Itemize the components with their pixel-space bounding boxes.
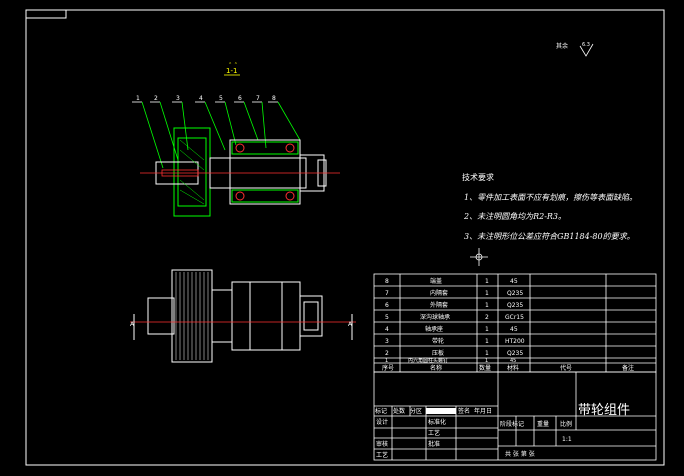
bom-qty-8: 1: [485, 278, 489, 285]
bom-header-no: 序号: [382, 364, 394, 372]
bom-qty-5: 2: [485, 314, 489, 321]
bom-no-5: 5: [385, 314, 389, 321]
center-mark-icon: [470, 248, 488, 266]
bom-no-3: 3: [385, 338, 389, 345]
bom-headers: 序号 名称 数量 材料 代号 备注: [382, 364, 634, 372]
title-fill-block: [426, 408, 456, 414]
bom-header-code: 代号: [560, 364, 572, 372]
surface-symbol: 6.3: [582, 42, 590, 48]
bom-grid: [373, 273, 657, 373]
bom-qty-4: 1: [485, 326, 489, 333]
bom-mat-6: Q235: [507, 302, 523, 309]
external-view-bottom: [130, 269, 356, 363]
corner-box: [25, 9, 67, 19]
surface-note: 其余: [556, 42, 568, 50]
tech-req-title: 技术要求: [462, 172, 494, 182]
section-mark-right: A: [348, 321, 353, 328]
section-arrow-icon: ⌃ ⌃: [228, 62, 238, 68]
svg-text:2: 2: [154, 95, 158, 102]
bom-mat-1: 45: [510, 358, 516, 364]
bom-qty-1: 1: [485, 358, 488, 364]
tb-mark: 标记: [375, 407, 387, 415]
bom-mat-8: 45: [510, 278, 518, 285]
bom-name-3: 带轮: [432, 337, 444, 345]
bom-rows: 8 端盖 1 45 7 内隔套 1 Q235 6 外隔套 1 Q235 5 深沟…: [385, 277, 525, 364]
bom-header-material: 材料: [507, 364, 519, 372]
bom-mat-4: 45: [510, 326, 518, 333]
svg-text:3: 3: [176, 95, 180, 102]
bom-mat-2: Q235: [507, 350, 523, 357]
tb-craft: 工艺: [428, 429, 440, 437]
svg-text:8: 8: [272, 95, 276, 102]
tb-approve: 批准: [428, 440, 440, 448]
bom-name-7: 内隔套: [430, 289, 448, 297]
bom-name-5: 深沟球轴承: [420, 313, 450, 321]
bom-mat-3: HT200: [505, 338, 525, 345]
bom-qty-3: 1: [485, 338, 489, 345]
tech-req-2: 2、未注明圆角均为R2-R3。: [463, 212, 566, 221]
bom-header-qty: 数量: [479, 364, 491, 372]
roughness-icon: [579, 43, 594, 57]
bom-no-7: 7: [385, 290, 389, 297]
tb-scale-val: 1:1: [562, 436, 572, 443]
bom-qty-2: 1: [485, 350, 489, 357]
bom-no-1: 1: [385, 358, 388, 364]
tb-sign: 签名: [458, 407, 470, 415]
tb-process: 工艺: [376, 451, 388, 459]
tb-ymd: 年月日: [474, 407, 492, 415]
tech-req-1: 1、零件加工表面不应有划痕，擦伤等表面缺陷。: [464, 193, 637, 202]
svg-text:7: 7: [256, 95, 260, 102]
bom-name-6: 外隔套: [430, 301, 448, 309]
svg-text:4: 4: [199, 95, 203, 102]
bom-no-8: 8: [385, 278, 389, 285]
tb-standard: 标准化: [428, 418, 446, 426]
section-mark-left: A: [130, 321, 135, 328]
bom-name-2: 压板: [432, 349, 444, 357]
tb-review: 审核: [376, 440, 388, 448]
tb-sheets: 共 张 第 张: [505, 450, 535, 458]
tech-req-3: 3、未注明形位公差应符合GB1184-80的要求。: [464, 232, 635, 241]
bom-qty-7: 1: [485, 290, 489, 297]
balloon-numbers: 1 2 3 4 5 6 7 8: [136, 95, 276, 102]
title-block-grid: [373, 371, 657, 461]
svg-text:6: 6: [238, 95, 242, 102]
bom-name-8: 端盖: [430, 277, 442, 285]
bom-name-4: 轴承座: [425, 325, 443, 333]
tb-design: 设计: [376, 418, 388, 426]
svg-text:1: 1: [136, 95, 140, 102]
bom-no-4: 4: [385, 326, 389, 333]
bom-mat-5: GCr15: [505, 314, 524, 321]
tb-count: 处数: [393, 407, 405, 415]
svg-text:5: 5: [219, 95, 223, 102]
bom-header-note: 备注: [622, 364, 634, 372]
bom-header-name: 名称: [430, 364, 442, 372]
bom-mat-7: Q235: [507, 290, 523, 297]
bom-qty-6: 1: [485, 302, 489, 309]
bom-name-1: 内六角圆柱头螺钉: [408, 357, 448, 364]
outer-frame: [25, 9, 665, 466]
tb-stage: 阶段标记: [500, 420, 524, 428]
tb-weight: 重量: [537, 420, 549, 428]
section-view-top: [140, 127, 340, 217]
drawing-title: 带轮组件: [578, 403, 630, 418]
bom-no-6: 6: [385, 302, 389, 309]
section-label: 1-1: [226, 67, 237, 75]
tb-scale: 比例: [560, 420, 572, 428]
bom-no-2: 2: [385, 350, 389, 357]
tb-zone: 分区: [410, 407, 422, 415]
